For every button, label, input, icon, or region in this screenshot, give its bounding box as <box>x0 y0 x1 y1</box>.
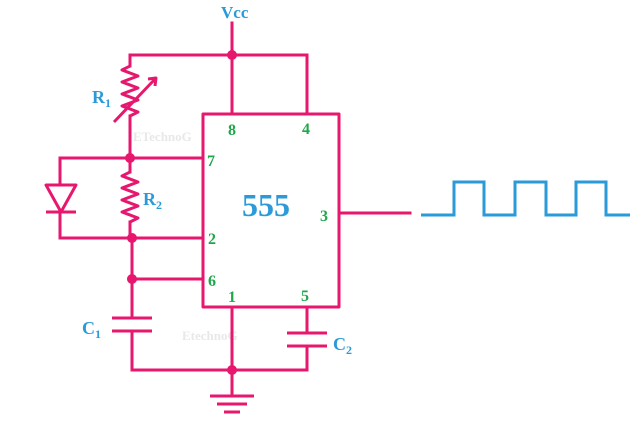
junction-dot <box>227 50 237 60</box>
pin-number-5: 5 <box>301 288 309 305</box>
output-square-wave <box>421 180 630 217</box>
vcc-label: Vcc <box>221 3 249 22</box>
r2-resistor <box>120 156 140 240</box>
diode-symbol <box>44 156 78 240</box>
watermark: ETechnoG <box>133 129 192 144</box>
c2-label: C2 <box>333 334 352 357</box>
ground-symbol <box>210 368 254 414</box>
watermark: EtechnoG <box>182 328 238 343</box>
pin-number-6: 6 <box>208 273 216 290</box>
c2-capacitor <box>287 305 327 372</box>
pin-number-3: 3 <box>320 208 328 225</box>
r1-variable-resistor <box>112 53 158 160</box>
pin-number-7: 7 <box>207 153 215 170</box>
pin-number-8: 8 <box>228 122 236 139</box>
r1-label: R1 <box>92 87 111 110</box>
pin-number-4: 4 <box>302 121 310 138</box>
r2-label: R2 <box>143 189 162 212</box>
c1-capacitor <box>112 277 152 372</box>
c1-label: C1 <box>82 318 101 341</box>
ic-555-body <box>201 112 341 309</box>
pin-number-2: 2 <box>208 231 216 248</box>
ic-label: 555 <box>242 187 290 223</box>
pin-number-1: 1 <box>228 289 236 306</box>
